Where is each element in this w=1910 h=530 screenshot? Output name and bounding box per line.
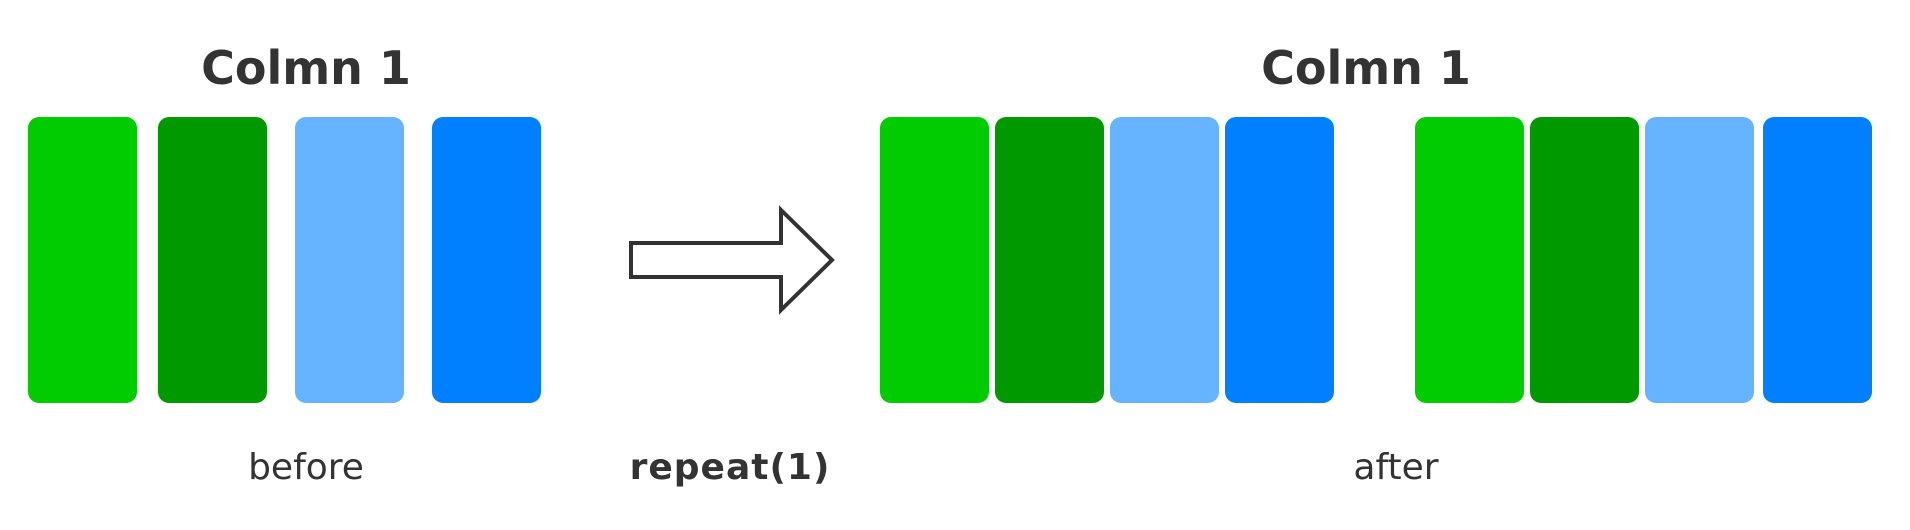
before-title: Colmn 1 xyxy=(201,41,411,95)
after-track-3 xyxy=(1110,117,1219,403)
after-caption: after xyxy=(1353,447,1439,488)
operation-label: repeat(1) xyxy=(629,447,831,488)
before-track-1 xyxy=(28,117,137,403)
before-track-3 xyxy=(295,117,404,403)
after-track-6 xyxy=(1530,117,1639,403)
before-track-4 xyxy=(432,117,541,403)
after-title: Colmn 1 xyxy=(1261,41,1471,95)
after-track-7 xyxy=(1645,117,1754,403)
right-arrow-icon xyxy=(629,205,835,315)
after-track-5 xyxy=(1415,117,1524,403)
after-track-4 xyxy=(1225,117,1334,403)
after-track-2 xyxy=(995,117,1104,403)
after-track-8 xyxy=(1763,117,1872,403)
before-caption: before xyxy=(248,447,364,488)
before-track-2 xyxy=(158,117,267,403)
after-track-1 xyxy=(880,117,989,403)
